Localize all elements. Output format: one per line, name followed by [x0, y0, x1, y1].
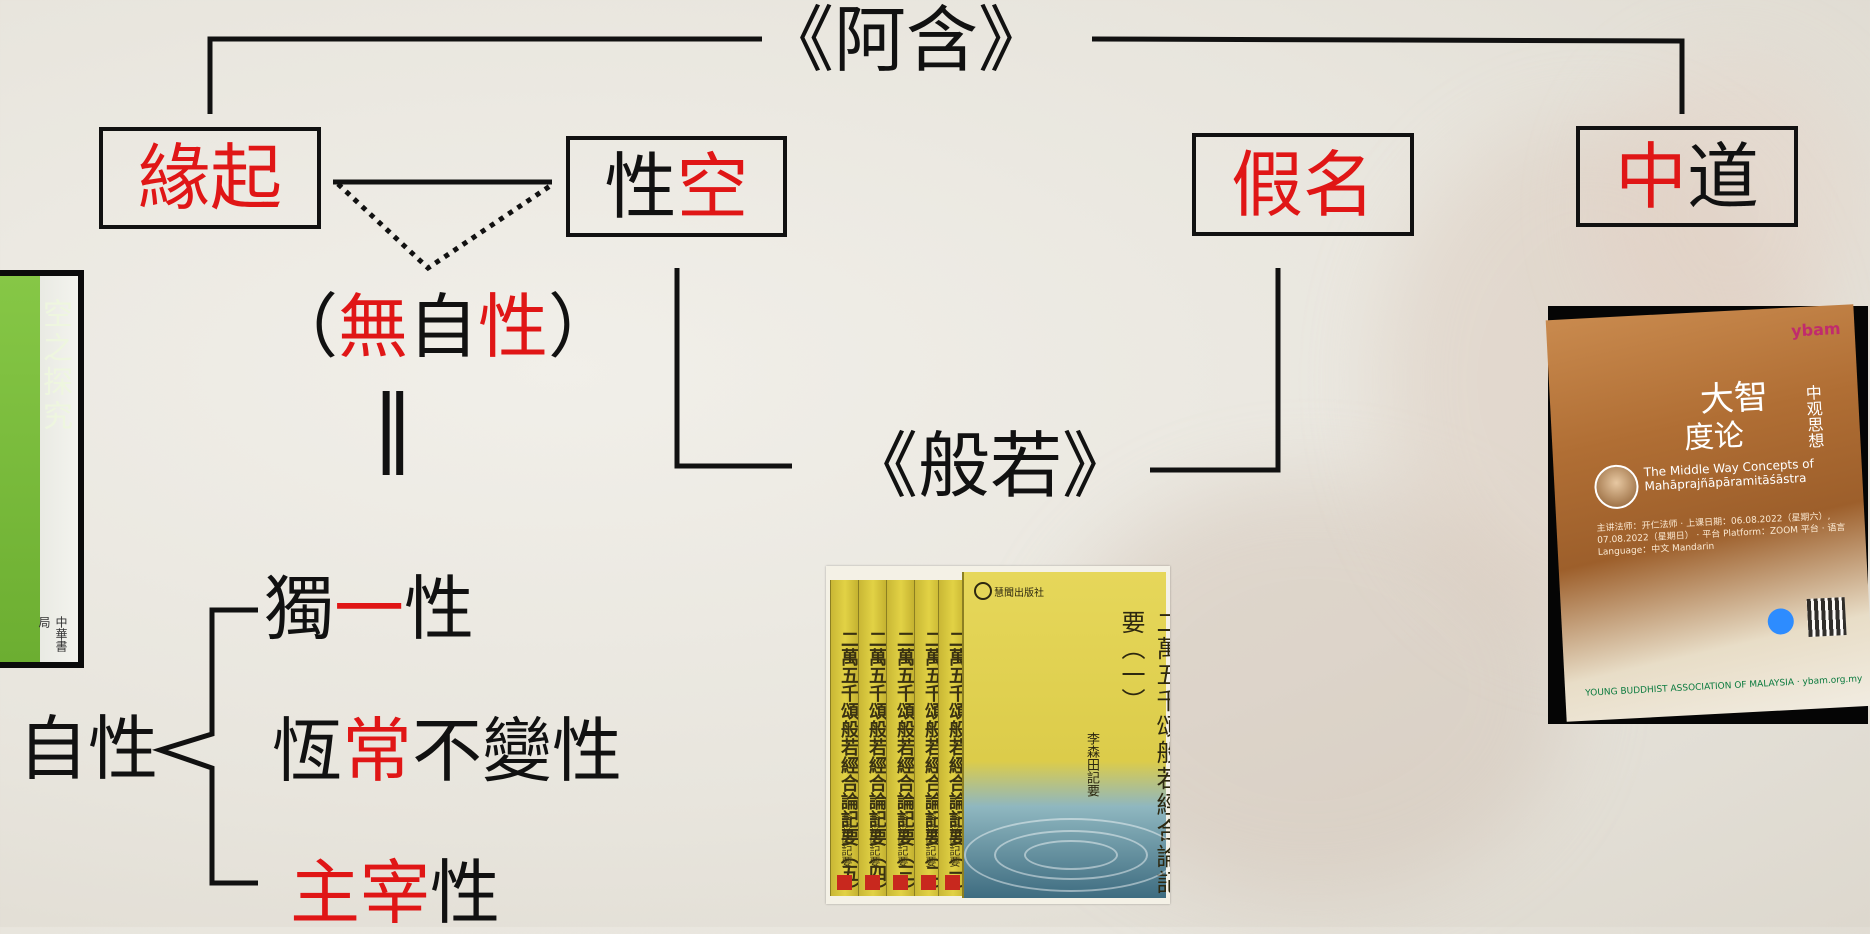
book-spine: 二萬五千頌般若經合論記要（三） 李森田記要: [886, 580, 915, 900]
spine-seal: [893, 875, 908, 890]
branch-red-char: 一: [334, 568, 404, 650]
wu-char: 無: [338, 286, 408, 368]
zoom-icon: [1767, 607, 1795, 636]
front-title: 二萬五千頌般若經合論記要（一）: [1117, 610, 1170, 896]
wuzixing-label: （無自性）: [268, 292, 618, 362]
xing-char: 性: [478, 286, 548, 368]
branch-char: 性: [404, 568, 474, 650]
book-set-image: 二萬五千頌般若經合論記要（五） 李森田記要 二萬五千頌般若經合論記要（四） 李森…: [826, 566, 1170, 904]
book-front-cover: 慧聞出版社 二萬五千頌般若經合論記要（一） 李森田記要: [962, 572, 1170, 898]
line-top-left: [207, 36, 762, 114]
equals-sign: ‖: [372, 377, 414, 475]
poster-face: ybam 大智 度论 中观思想 The Middle Way Concepts …: [1545, 304, 1870, 722]
zixing-label: 自性: [18, 708, 158, 790]
book-publisher: 中華書局: [37, 616, 68, 652]
publisher-logo-icon: [974, 582, 992, 600]
zhongdao-red: 中: [1614, 134, 1687, 219]
zi-char: 自: [408, 286, 478, 368]
spine-author: 李森田記要: [924, 812, 937, 867]
book-cover-kongzhitanjiu: 空之探究 中華書局: [0, 270, 84, 668]
poster-brand: ybam: [1790, 318, 1842, 341]
poster-english: The Middle Way Concepts of Mahāprajñāpār…: [1643, 457, 1814, 494]
spine-seal: [945, 875, 960, 890]
poster-title-2: 度论: [1683, 418, 1745, 457]
spine-seal: [865, 875, 880, 890]
spine-title: 二萬五千頌般若經合論記要（五）: [838, 630, 859, 900]
line-prajna-left: [674, 268, 792, 469]
spine-title: 二萬五千頌般若經合論記要（三）: [894, 630, 915, 900]
spine-seal: [837, 875, 852, 890]
agama-title: 《阿含》: [762, 0, 1051, 82]
jiaming-text: 假名: [1230, 142, 1375, 227]
book-title: 空之探究: [37, 298, 72, 434]
poster-subtitle: 中观思想: [1802, 383, 1825, 449]
box-zhongdao: 中道: [1576, 126, 1798, 227]
paren-open: （: [268, 286, 338, 368]
yuanqi-text: 緣起: [137, 136, 282, 220]
branch-char: 獨: [264, 568, 334, 650]
publisher-name: 慧聞出版社: [994, 588, 1044, 599]
paren-close: ）: [548, 286, 618, 368]
branch-char: 性: [430, 852, 500, 934]
speaker-avatar: [1593, 463, 1640, 510]
spine-title: 二萬五千頌般若經合論記要（二）: [922, 630, 943, 900]
water-ripple: [964, 818, 1170, 892]
xingkong-black: 性: [604, 144, 677, 229]
spine-title: 二萬五千頌般若經合論記要（四）: [866, 630, 887, 900]
book-spine: 二萬五千頌般若經合論記要（四） 李森田記要: [858, 580, 887, 900]
lecture-poster: ybam 大智 度论 中观思想 The Middle Way Concepts …: [1545, 304, 1870, 724]
branch-zhuzai: 主宰性: [290, 858, 500, 928]
spine-title: 二萬五千頌般若經合論記要（一）: [946, 630, 967, 900]
branch-duyi: 獨一性: [264, 574, 474, 644]
zhongdao-black: 道: [1687, 134, 1760, 219]
spine-author: 李森田記要: [868, 812, 881, 867]
front-author: 李森田記要: [1084, 732, 1099, 797]
line-top-right: [1091, 36, 1685, 114]
spine-author: 李森田記要: [948, 812, 961, 867]
spine-seal: [921, 875, 936, 890]
book-spine: 二萬五千頌般若經合論記要（五） 李森田記要: [830, 580, 859, 900]
bracket-zixing: [151, 607, 258, 886]
branch-hengchang: 恆常不變性: [272, 716, 622, 786]
branch-char: 不變性: [412, 710, 622, 792]
qr-code-icon: [1806, 597, 1847, 638]
poster-footer: YOUNG BUDDHIST ASSOCIATION OF MALAYSIA ·…: [1585, 674, 1863, 699]
line-prajna-right: [1150, 268, 1281, 473]
prajna-title: 《般若》: [846, 424, 1135, 508]
branch-red-char: 主宰: [290, 852, 430, 934]
book-green-band: [0, 276, 40, 662]
book-face: 空之探究 中華書局: [0, 276, 78, 662]
box-jiaming: 假名: [1192, 133, 1414, 236]
box-yuanqi: 緣起: [99, 127, 321, 229]
xingkong-red: 空: [676, 144, 749, 229]
branch-red-char: 常: [342, 710, 412, 792]
box-xingkong: 性空: [566, 136, 787, 237]
dotted-triangle: [336, 182, 552, 272]
poster-info: 主讲法师：开仁法师 · 上课日期：06.08.2022（星期六）, 07.08.…: [1596, 511, 1846, 558]
spine-author: 李森田記要: [896, 812, 909, 867]
branch-char: 恆: [272, 710, 342, 792]
spine-author: 李森田記要: [840, 812, 853, 867]
